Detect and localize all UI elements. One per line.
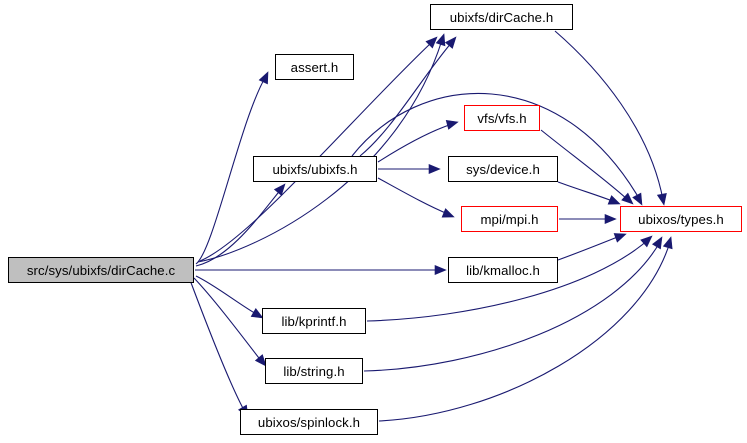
edge-dircache-to-types <box>554 30 664 201</box>
edge-root-to-assert <box>195 75 267 265</box>
edge-vfs-to-types <box>540 129 629 201</box>
arrowhead-ubixfs-to-vfs <box>445 120 459 130</box>
edge-root-to-ubixfs <box>195 187 283 267</box>
node-label-device: sys/device.h <box>466 161 540 177</box>
node-kprintf[interactable]: lib/kprintf.h <box>262 308 366 334</box>
edge-ubixfs-to-mpi <box>377 177 449 215</box>
edge-device-to-types <box>557 181 616 203</box>
edge-ubixfs-to-types <box>351 92 641 201</box>
node-label-dircache: ubixfs/dirCache.h <box>449 9 554 25</box>
arrowhead-ubixfs-to-types <box>632 192 643 206</box>
node-vfs[interactable]: vfs/vfs.h <box>464 105 540 131</box>
node-types[interactable]: ubixos/types.h <box>620 206 742 232</box>
edge-ubixfs-to-dircache <box>359 41 453 157</box>
edge-kprintf-to-types <box>366 239 649 322</box>
node-assert[interactable]: assert.h <box>275 54 354 80</box>
node-label-kmalloc: lib/kmalloc.h <box>466 262 540 278</box>
edge-ubixfs-to-vfs <box>377 123 453 163</box>
arrowhead-mpi-to-types <box>604 213 617 225</box>
node-label-spinlock: ubixos/spinlock.h <box>257 414 361 430</box>
edge-string-to-types <box>363 241 661 372</box>
node-kmalloc[interactable]: lib/kmalloc.h <box>448 257 558 283</box>
arrowhead-ubixfs-to-device <box>428 163 441 175</box>
arrowhead-spinlock-to-types <box>662 236 673 250</box>
node-label-kprintf: lib/kprintf.h <box>281 313 347 329</box>
node-mpi[interactable]: mpi/mpi.h <box>461 206 558 232</box>
arrowhead-root-to-ubixfs <box>273 183 286 196</box>
arrowhead-root-to-dircache <box>425 36 438 49</box>
arrowhead-kprintf-to-types <box>640 235 653 248</box>
edge-root-to-spinlock <box>189 279 246 413</box>
arrowhead-string-to-types <box>651 236 663 250</box>
arrowhead-device-to-types <box>607 195 621 205</box>
node-label-assert: assert.h <box>290 59 339 75</box>
node-ubixfs[interactable]: ubixfs/ubixfs.h <box>253 156 377 182</box>
node-label-ubixfs: ubixfs/ubixfs.h <box>272 161 358 177</box>
arrowhead-ubixfs-to-mpi <box>441 208 455 218</box>
arrowhead-kmalloc-to-types <box>613 233 627 243</box>
arrowhead-vfs-to-types <box>621 192 634 205</box>
node-device[interactable]: sys/device.h <box>448 156 558 182</box>
node-label-string: lib/string.h <box>283 363 345 379</box>
arrowhead-dircache-to-types <box>656 192 667 206</box>
arrowhead-root-to-dircache-b <box>435 33 446 47</box>
edge-root-to-dircache-b <box>197 39 443 263</box>
node-root: src/sys/ubixfs/dirCache.c <box>8 257 194 283</box>
arrowhead-ubixfs-to-dircache <box>444 36 457 49</box>
edge-root-to-string <box>193 277 263 363</box>
arrowhead-root-to-string <box>254 354 267 367</box>
node-label-mpi: mpi/mpi.h <box>480 211 539 227</box>
arrowhead-root-to-kprintf <box>250 307 264 319</box>
arrowhead-root-to-assert <box>258 71 269 85</box>
arrowhead-root-to-kmalloc <box>434 264 447 276</box>
node-dircache[interactable]: ubixfs/dirCache.h <box>430 4 573 30</box>
edge-kmalloc-to-types <box>557 235 621 261</box>
node-string[interactable]: lib/string.h <box>265 358 363 384</box>
edge-root-to-kprintf <box>195 275 259 316</box>
edge-spinlock-to-types <box>378 241 671 422</box>
node-label-root: src/sys/ubixfs/dirCache.c <box>26 262 176 278</box>
node-spinlock[interactable]: ubixos/spinlock.h <box>240 409 378 435</box>
node-label-vfs: vfs/vfs.h <box>477 110 527 126</box>
node-label-types: ubixos/types.h <box>638 211 724 227</box>
